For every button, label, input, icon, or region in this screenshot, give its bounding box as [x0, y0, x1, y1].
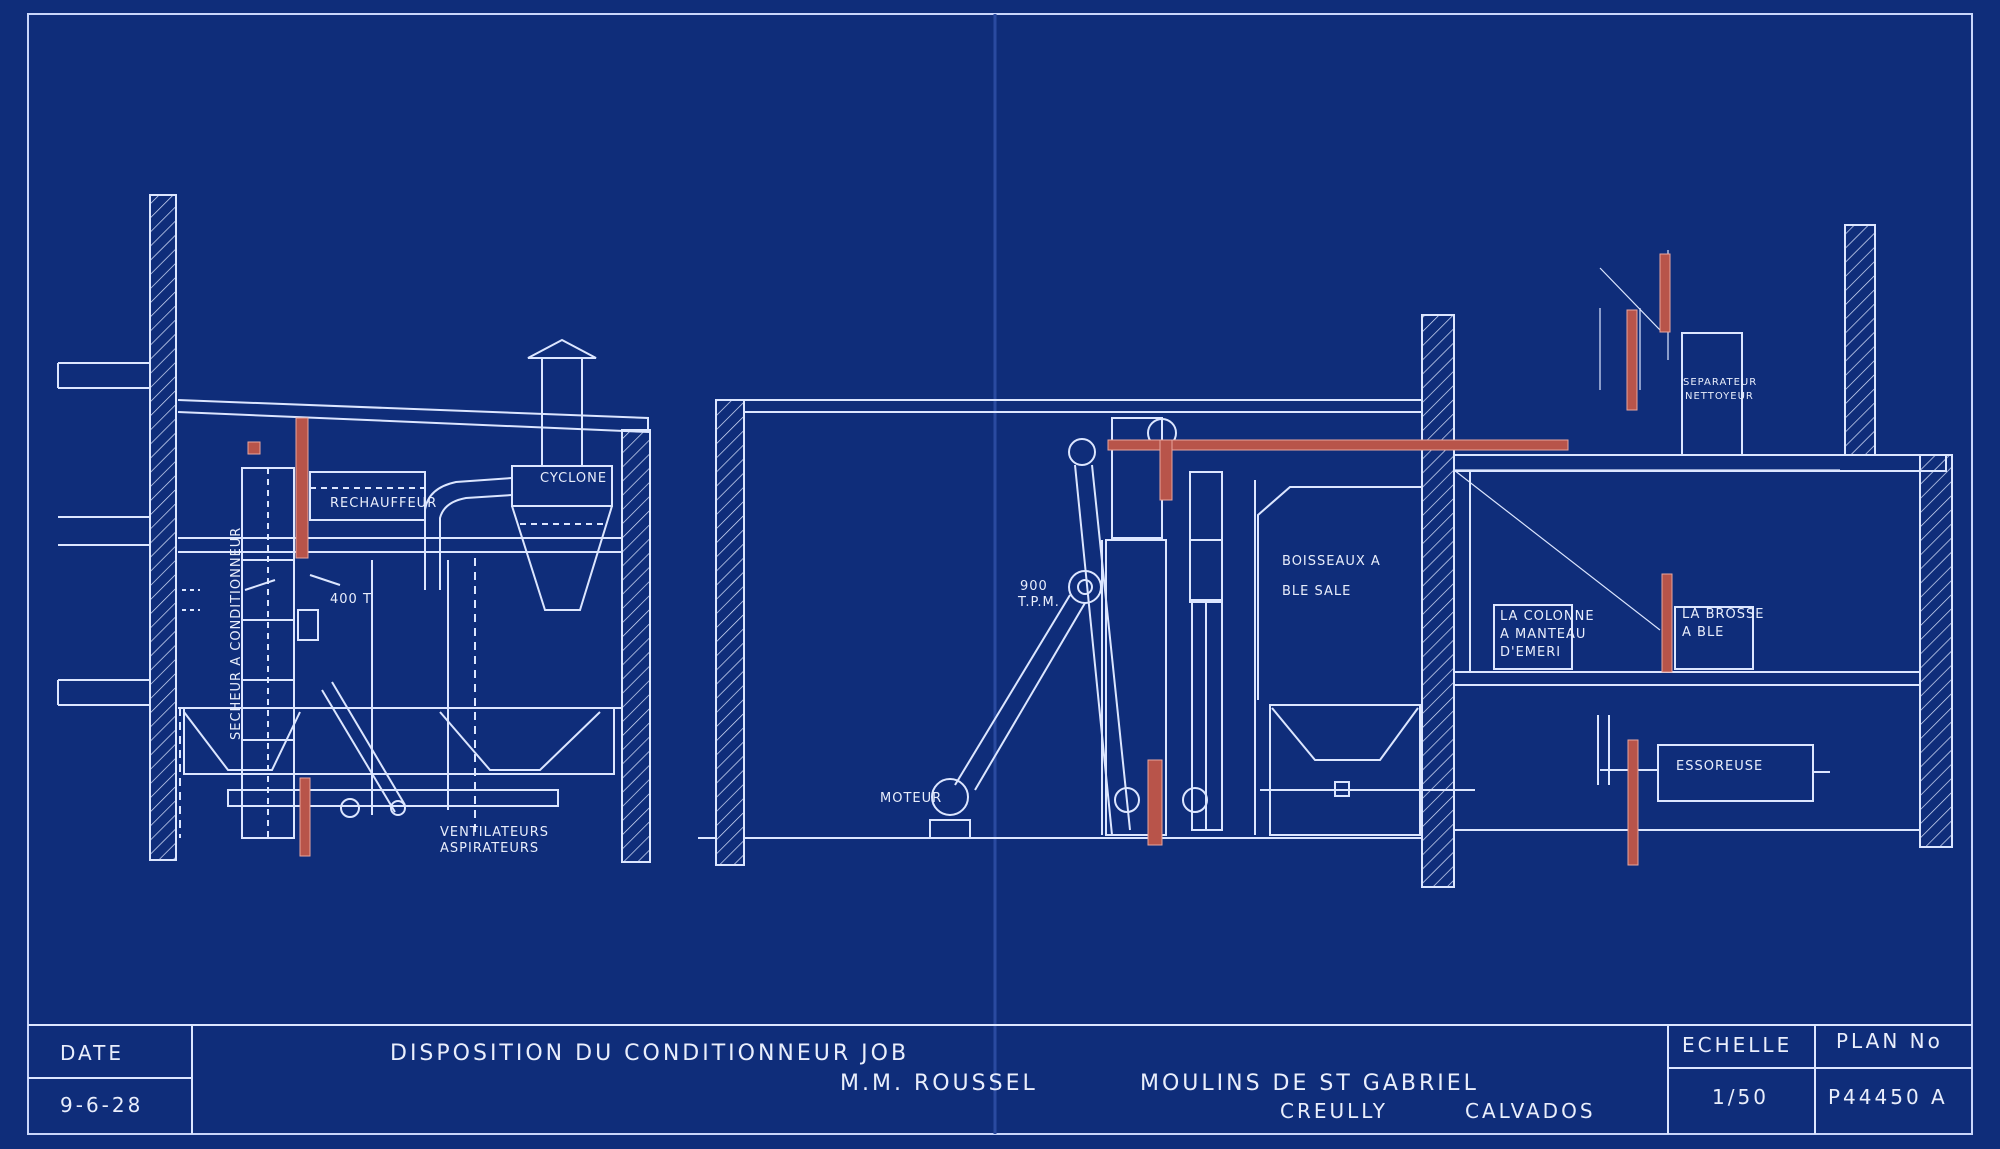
drawing-lines: [28, 194, 1972, 1134]
heater-box: [309, 471, 426, 521]
label-boisseaux-1: BOISSEAUX A: [1282, 554, 1381, 569]
drawing-title: DISPOSITION DU CONDITIONNEUR JOB: [390, 1041, 909, 1066]
separateur-box: [1681, 332, 1743, 456]
plan-value: P44450 A: [1828, 1085, 1948, 1109]
label-brosse-1: LA BROSSE: [1682, 607, 1764, 622]
sheet-border: [27, 13, 1973, 1135]
colonne-box: [1493, 604, 1573, 670]
date-label: DATE: [60, 1041, 124, 1065]
region-name: CALVADOS: [1465, 1099, 1596, 1123]
label-aspirateurs: ASPIRATEURS: [440, 841, 539, 856]
red-ink-belts: [247, 253, 1673, 866]
left-wall-a: [149, 194, 177, 861]
left-bins: [183, 707, 615, 775]
middle-wall-b: [1421, 314, 1455, 888]
brosse-box: [1674, 606, 1754, 670]
label-brosse-2: A BLE: [1682, 625, 1724, 640]
plan-label: PLAN No: [1836, 1029, 1943, 1053]
motor-base: [929, 819, 971, 839]
label-separateur-1: SEPARATEUR: [1683, 377, 1757, 388]
label-colonne-2: A MANTEAU: [1500, 627, 1586, 642]
label-rechauffeur: RECHAUFFEUR: [330, 496, 437, 511]
hopper: [1269, 704, 1421, 836]
label-moteur: MOTEUR: [880, 791, 942, 806]
label-rpm-value: 900: [1020, 579, 1048, 594]
label-boisseaux-2: BLE SALE: [1282, 584, 1351, 599]
label-colonne-3: D'EMERI: [1500, 645, 1561, 660]
left-roof: [177, 399, 649, 434]
label-ventilateurs: VENTILATEURS: [440, 825, 549, 840]
label-colonne-1: LA COLONNE: [1500, 609, 1595, 624]
label-secheur: SECHEUR A CONDITIONNEUR: [229, 527, 244, 740]
scale-value: 1/50: [1712, 1085, 1769, 1109]
pulley-upper: [1068, 438, 1096, 466]
cyclone-body: [511, 465, 613, 507]
label-cyclone: CYCLONE: [540, 471, 607, 486]
label-separateur-2: NETTOYEUR: [1685, 391, 1754, 402]
left-wall-b: [621, 429, 651, 863]
label-rpm-unit: T.P.M.: [1017, 595, 1060, 610]
chimney-cap: [527, 338, 597, 359]
client-name: M.M. ROUSSEL: [840, 1071, 1038, 1096]
date-value: 9-6-28: [60, 1093, 143, 1117]
scale-label: ECHELLE: [1682, 1033, 1792, 1057]
cyclone-cone: [511, 505, 613, 611]
mill-name: MOULINS DE ST GABRIEL: [1140, 1071, 1479, 1096]
label-tonnage: 400 T: [330, 592, 372, 607]
town-name: CREULLY: [1280, 1099, 1388, 1123]
motor: [931, 778, 969, 816]
label-essoreuse: ESSOREUSE: [1676, 759, 1763, 774]
middle-wall-a: [715, 399, 745, 866]
right-wall-b: [1919, 454, 1953, 848]
right-wall-a: [1844, 224, 1876, 456]
elevator-leg: [1105, 539, 1167, 836]
